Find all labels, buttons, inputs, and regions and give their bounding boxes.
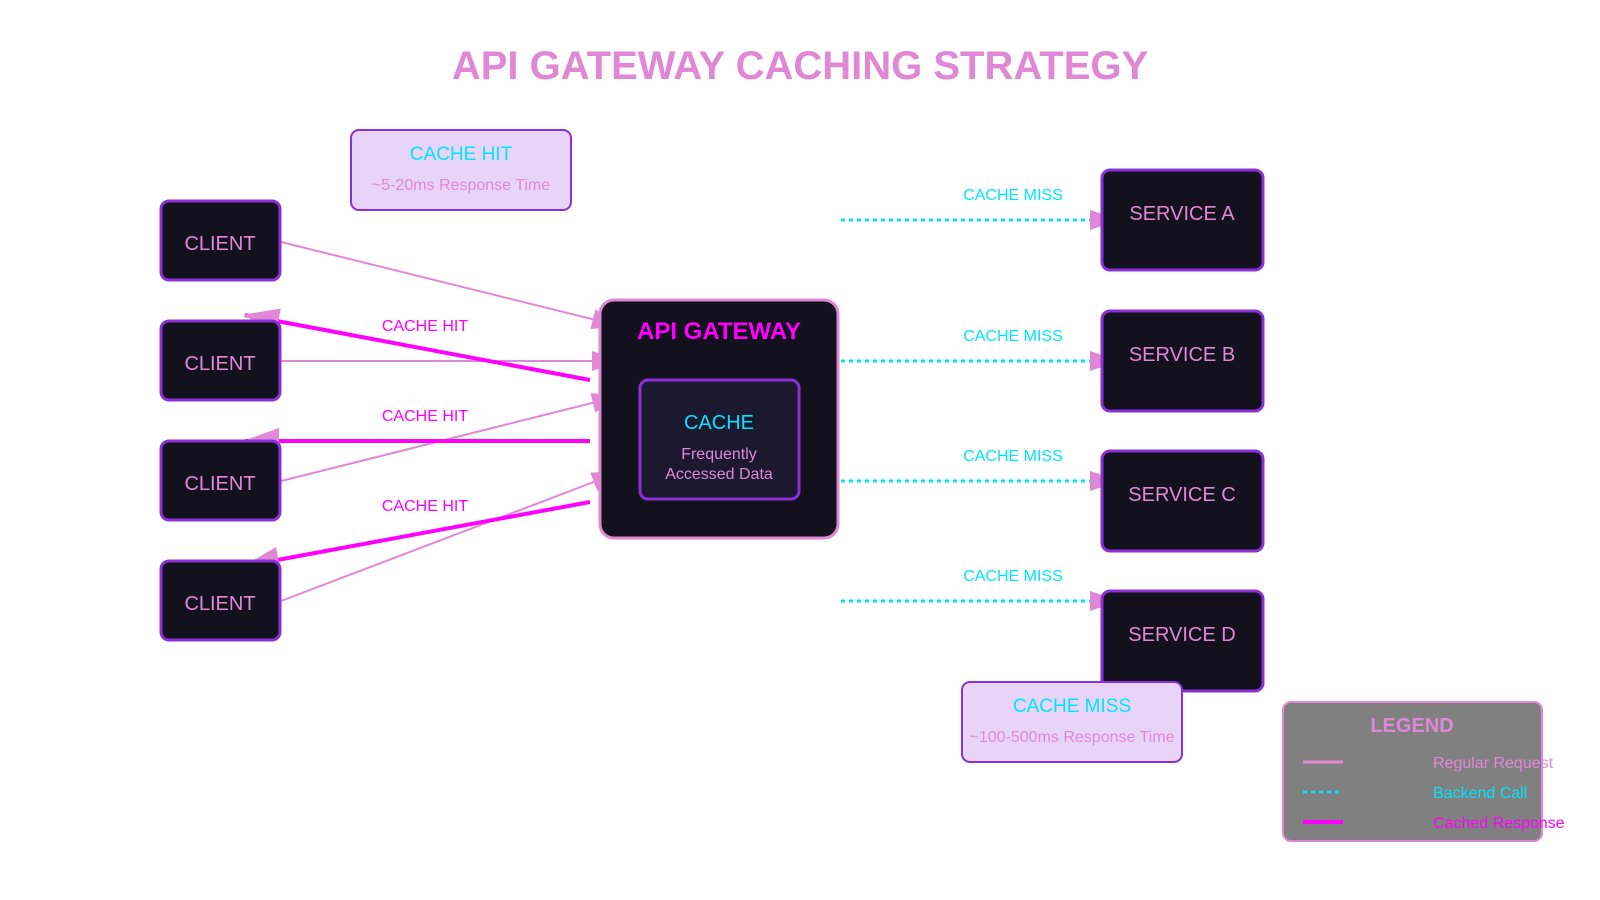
client-label: CLIENT [184, 593, 255, 615]
client-nodes: CLIENT CLIENT CLIENT CLIENT [159, 199, 282, 642]
cache-miss-info-desc: ~100-500ms Response Time [970, 729, 1175, 746]
cache-hit-info-title: CACHE HIT [410, 144, 513, 165]
cached-response-lines: CACHE HIT CACHE HIT CACHE HIT [243, 308, 591, 573]
service-label: SERVICE D [1128, 624, 1235, 646]
client-label: CLIENT [184, 353, 255, 375]
cache-miss-info-box: CACHE MISS ~100-500ms Response Time [961, 681, 1183, 763]
cache-title: CACHE [684, 412, 754, 434]
request-lines [280, 241, 622, 602]
request-line [280, 241, 622, 329]
legend-label: Regular Request [1433, 755, 1554, 772]
client-node[interactable]: CLIENT [159, 439, 282, 522]
client-node[interactable]: CLIENT [159, 559, 282, 642]
cache-miss-info-title: CACHE MISS [1013, 696, 1131, 717]
request-line [280, 393, 622, 482]
legend-item-cached-response: Cached Response [1303, 815, 1565, 832]
service-nodes: SERVICE A SERVICE B SERVICE C SERVICE D [1100, 168, 1265, 693]
cached-response-line [243, 308, 591, 382]
cache-miss-edge-label: CACHE MISS [963, 568, 1063, 585]
client-label: CLIENT [184, 473, 255, 495]
backend-call-lines: CACHE MISS CACHE MISS CACHE MISS CACHE M… [841, 187, 1120, 611]
legend: LEGEND Regular Request Backend Call Cach… [1282, 701, 1565, 842]
cache-desc-line: Frequently [681, 446, 757, 463]
legend-item-regular-request: Regular Request [1303, 755, 1554, 772]
service-node-c[interactable]: SERVICE C [1100, 449, 1265, 553]
service-label: SERVICE B [1129, 344, 1235, 366]
gateway-title: API GATEWAY [637, 318, 801, 345]
api-gateway-node[interactable]: API GATEWAY CACHE Frequently Accessed Da… [598, 298, 840, 540]
service-label: SERVICE A [1129, 203, 1235, 225]
service-node-a[interactable]: SERVICE A [1100, 168, 1265, 272]
cache-hit-info-box: CACHE HIT ~5-20ms Response Time [350, 129, 572, 211]
page-title: API GATEWAY CACHING STRATEGY [452, 44, 1149, 88]
legend-label: Cached Response [1433, 815, 1565, 832]
cache-hit-edge-label: CACHE HIT [382, 318, 468, 335]
cache-miss-edge-label: CACHE MISS [963, 448, 1063, 465]
service-node-b[interactable]: SERVICE B [1100, 309, 1265, 413]
legend-label: Backend Call [1433, 785, 1527, 802]
cache-desc-line: Accessed Data [665, 466, 773, 483]
legend-title: LEGEND [1370, 715, 1453, 737]
cache-hit-info-desc: ~5-20ms Response Time [372, 177, 550, 194]
cache-miss-edge-label: CACHE MISS [963, 187, 1063, 204]
client-label: CLIENT [184, 233, 255, 255]
client-node[interactable]: CLIENT [159, 319, 282, 402]
legend-item-backend-call: Backend Call [1303, 785, 1527, 802]
cache-hit-edge-label: CACHE HIT [382, 498, 468, 515]
request-line [280, 471, 622, 602]
service-label: SERVICE C [1128, 484, 1235, 506]
client-node[interactable]: CLIENT [159, 199, 282, 282]
service-node-d[interactable]: SERVICE D [1100, 589, 1265, 693]
cache-miss-edge-label: CACHE MISS [963, 328, 1063, 345]
cached-response-line [243, 500, 591, 573]
cache-hit-edge-label: CACHE HIT [382, 408, 468, 425]
cache-node[interactable]: CACHE Frequently Accessed Data [638, 378, 801, 501]
